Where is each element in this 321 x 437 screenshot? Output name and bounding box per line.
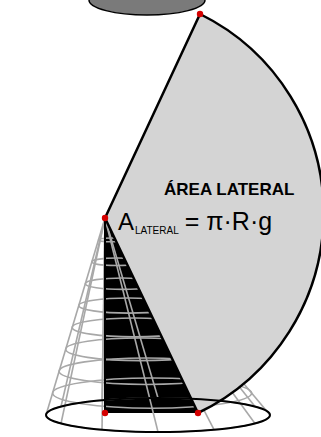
formula-symbol: A: [118, 208, 134, 235]
area-title: ÁREA LATERAL: [164, 180, 318, 200]
formula-subscript: LATERAL: [135, 225, 179, 236]
top-cap: [89, 0, 205, 15]
formula: ALATERAL = π·R·g: [118, 206, 318, 246]
formula-expression: = π·R·g: [185, 207, 272, 235]
height-line: [104, 218, 106, 413]
base-ellipse: [46, 398, 270, 432]
lateral-sector: [105, 14, 321, 413]
sector-label: ÁREA LATERAL ALATERAL = π·R·g: [118, 180, 318, 246]
